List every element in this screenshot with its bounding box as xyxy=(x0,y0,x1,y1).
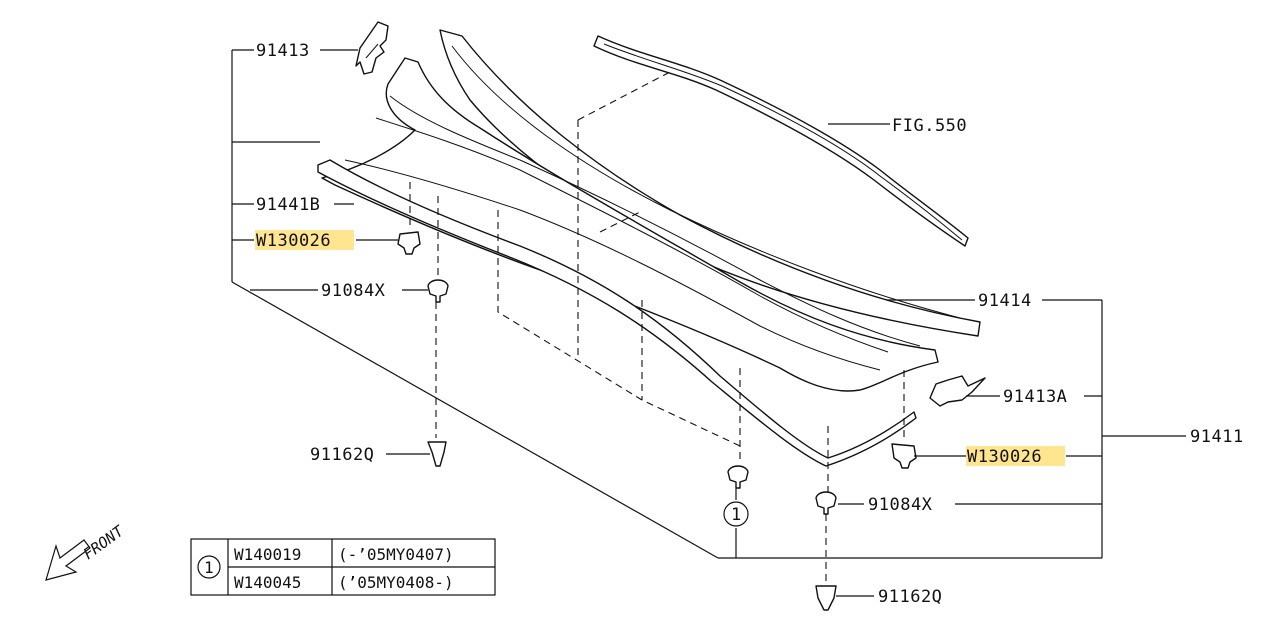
weatherstrip-part xyxy=(593,35,969,247)
seal-strip-part xyxy=(317,159,917,467)
clip-icon xyxy=(891,443,917,469)
label-91413a: 91413A xyxy=(1003,387,1067,407)
clip-icon xyxy=(427,441,447,467)
legend-part-1: W140019 xyxy=(234,545,301,564)
leader-lines xyxy=(231,49,1186,597)
right-bracket-part xyxy=(929,375,986,407)
left-bracket-part xyxy=(355,21,389,75)
label-91441b: 91441B xyxy=(256,195,320,215)
highlight-w130026-right xyxy=(966,446,1065,466)
callout-1-number: 1 xyxy=(731,505,742,525)
label-fig550: FIG.550 xyxy=(892,116,967,136)
front-label: FRONT xyxy=(80,522,128,564)
legend-table: 1 W140019 (-’05MY0407) W140045 (’05MY040… xyxy=(190,538,496,596)
legend-ref: 1 xyxy=(204,558,214,577)
grommet-icon xyxy=(727,465,749,489)
grommet-icon xyxy=(427,279,449,303)
grommet-icon xyxy=(815,491,837,515)
part-labels: 91413 FIG.550 91441B W130026 91084X 9116… xyxy=(255,41,1244,607)
front-indicator: FRONT xyxy=(45,522,128,581)
label-91084x-left: 91084X xyxy=(321,281,386,301)
legend-applicability-1: (-’05MY0407) xyxy=(338,545,454,564)
cowl-top-panel xyxy=(439,29,981,337)
clip-icon xyxy=(397,231,421,255)
label-91411: 91411 xyxy=(1190,427,1244,447)
callout-1: 1 xyxy=(723,501,749,527)
clip-icon xyxy=(815,585,837,611)
highlight-w130026-left xyxy=(255,230,354,250)
label-91162q-left: 91162Q xyxy=(310,445,374,465)
legend-ref-circle xyxy=(197,555,221,579)
legend-applicability-2: (’05MY0408-) xyxy=(338,573,454,592)
label-w130026-right: W130026 xyxy=(967,447,1042,467)
cowl-lower-panel xyxy=(321,57,939,392)
label-w130026-left: W130026 xyxy=(256,231,331,251)
label-91084x-right: 91084X xyxy=(868,495,933,515)
label-91414: 91414 xyxy=(978,291,1032,311)
arrow-left-down-icon xyxy=(45,539,91,581)
label-91162q-right: 91162Q xyxy=(878,587,942,607)
legend-part-2: W140045 xyxy=(234,573,301,592)
label-91413: 91413 xyxy=(256,41,310,61)
hidden-lines xyxy=(409,71,905,582)
